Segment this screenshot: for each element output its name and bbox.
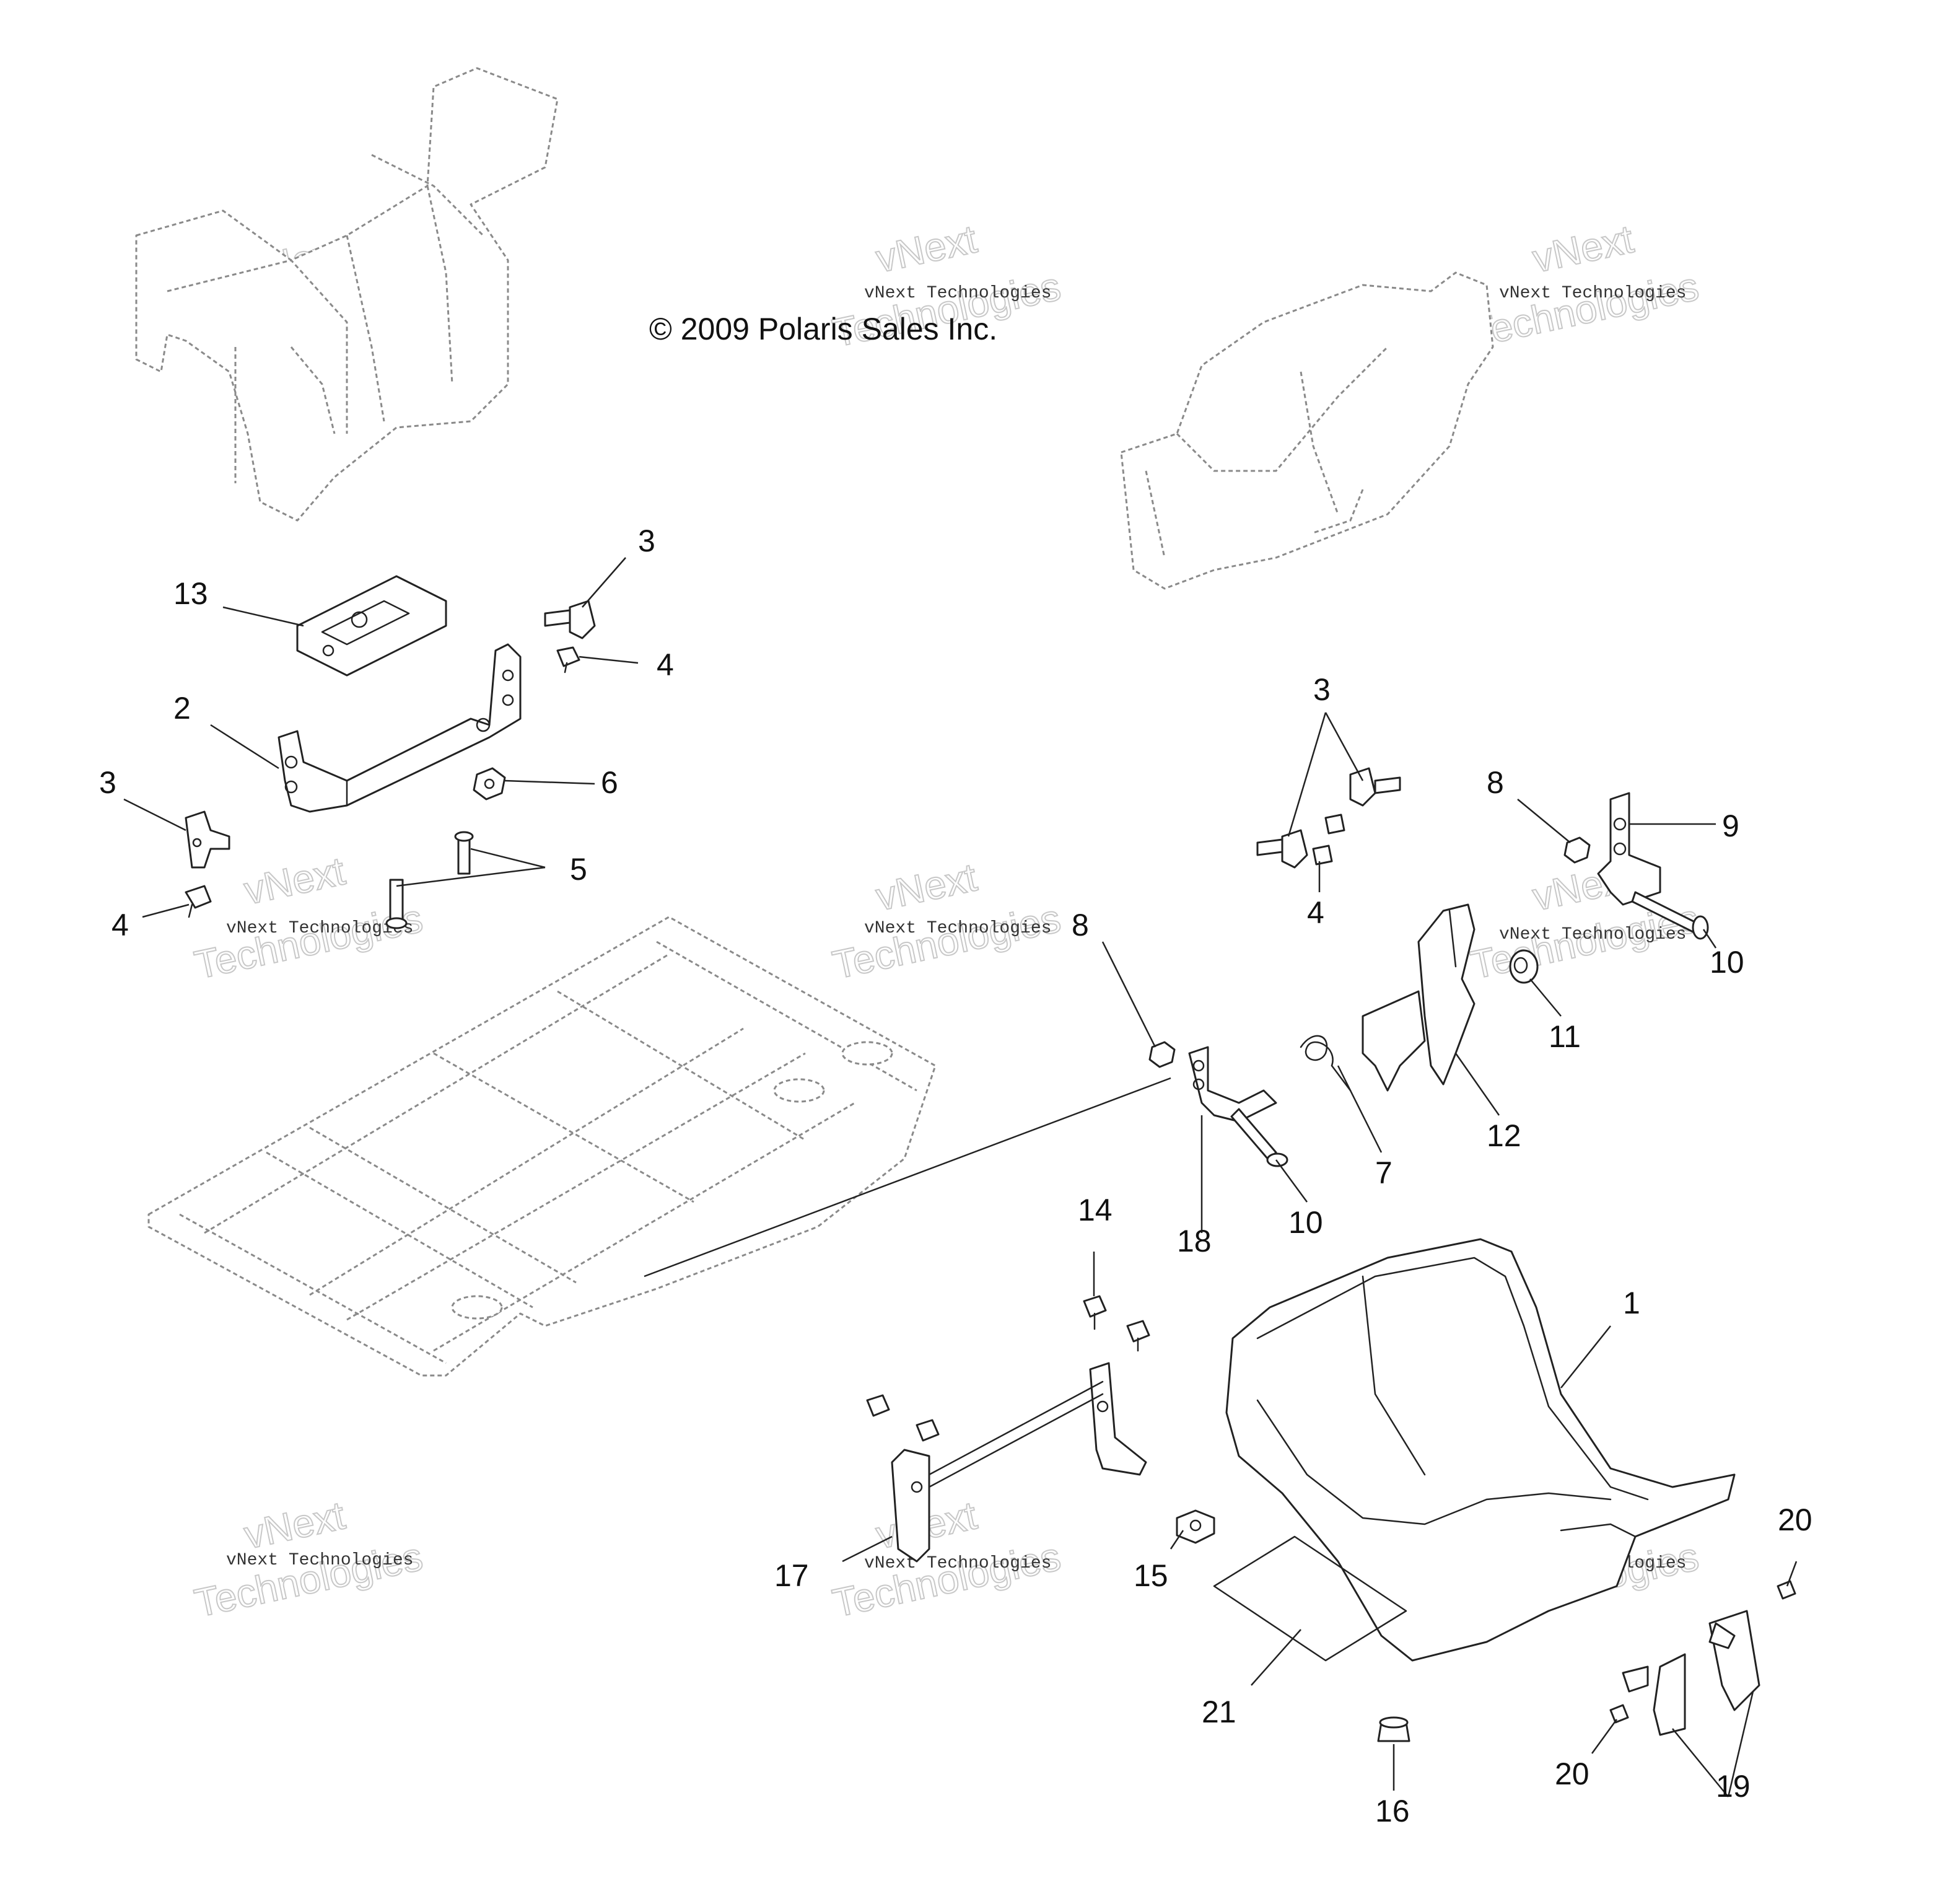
ghost-body-panel-left bbox=[135, 67, 559, 522]
svg-text:Technologies: Technologies bbox=[829, 1534, 1064, 1626]
part-3-clip-top bbox=[544, 600, 596, 639]
svg-text:vNext: vNext bbox=[872, 854, 981, 919]
svg-text:vNext Technologies: vNext Technologies bbox=[226, 919, 413, 938]
callout-9: 9 bbox=[1722, 809, 1739, 843]
part-18-bracket bbox=[1188, 1046, 1277, 1123]
callout-3c: 3 bbox=[1313, 672, 1331, 707]
watermark-bottom-center: vNext Technologies vNext Technologies bbox=[828, 1492, 1065, 1626]
part-15-clip bbox=[1176, 1509, 1215, 1544]
part-2-seat-bracket bbox=[278, 643, 522, 813]
part-21-label bbox=[1213, 1535, 1407, 1662]
svg-text:vNext: vNext bbox=[1529, 216, 1637, 281]
part-8-nut-center bbox=[1148, 1041, 1176, 1068]
watermark-mid-center: vNext Technologies vNext Technologies bbox=[828, 854, 1065, 988]
svg-text:vNext: vNext bbox=[240, 848, 349, 913]
svg-text:Technologies: Technologies bbox=[191, 1534, 426, 1626]
callout-14: 14 bbox=[1078, 1193, 1113, 1227]
ghost-chassis-frame bbox=[147, 916, 937, 1377]
part-19-latch-bracket bbox=[1622, 1610, 1760, 1736]
callout-3b: 3 bbox=[99, 765, 116, 800]
part-14-screw-a bbox=[1083, 1295, 1107, 1330]
part-14-screw-d bbox=[916, 1419, 940, 1442]
svg-text:vNext Technologies: vNext Technologies bbox=[864, 1554, 1051, 1573]
part-14-screw-c bbox=[866, 1394, 890, 1417]
watermark-top-right: vNext Technologies vNext Technologies bbox=[1466, 216, 1703, 356]
callout-4b: 4 bbox=[111, 908, 129, 942]
svg-text:Technologies: Technologies bbox=[829, 896, 1064, 988]
part-7-spring bbox=[1300, 1035, 1352, 1092]
callout-8a: 8 bbox=[1487, 765, 1504, 800]
callout-7: 7 bbox=[1375, 1156, 1393, 1190]
callout-1: 1 bbox=[1623, 1286, 1640, 1320]
copyright-notice: © 2009 Polaris Sales Inc. bbox=[649, 312, 997, 346]
part-4-screw-right-b bbox=[1312, 845, 1333, 866]
part-3-clip-right-a bbox=[1256, 829, 1308, 869]
watermark-bottom-left: vNext Technologies vNext Technologies bbox=[190, 1492, 427, 1626]
part-14-screw-b bbox=[1126, 1320, 1150, 1352]
part-4-screw-top bbox=[556, 646, 580, 673]
callout-2: 2 bbox=[173, 691, 191, 726]
callout-15: 15 bbox=[1134, 1558, 1168, 1593]
svg-text:vNext Technologies: vNext Technologies bbox=[864, 919, 1051, 938]
svg-text:vNext: vNext bbox=[872, 216, 981, 281]
part-20-screw-top bbox=[1777, 1580, 1796, 1600]
part-1-seat bbox=[1225, 1238, 1736, 1662]
svg-text:vNext Technologies: vNext Technologies bbox=[864, 284, 1051, 303]
ghost-body-panel-right bbox=[1120, 271, 1494, 590]
callout-4a: 4 bbox=[657, 647, 674, 682]
part-10-bolt-center bbox=[1230, 1108, 1288, 1167]
part-20-screw-bottom bbox=[1609, 1704, 1629, 1724]
callout-10b: 10 bbox=[1288, 1205, 1323, 1240]
part-10-bolt-right bbox=[1631, 891, 1709, 940]
callout-6: 6 bbox=[601, 765, 618, 800]
watermark-mid-right: vNext Technologies vNext Technologies bbox=[1466, 854, 1703, 988]
callout-13: 13 bbox=[173, 576, 208, 611]
callout-11: 11 bbox=[1549, 1019, 1581, 1054]
callout-8b: 8 bbox=[1072, 908, 1089, 942]
callout-18: 18 bbox=[1177, 1224, 1212, 1258]
svg-text:vNext Technologies: vNext Technologies bbox=[1499, 925, 1686, 944]
part-5-bolt-a bbox=[385, 879, 408, 929]
callout-12: 12 bbox=[1487, 1118, 1521, 1153]
svg-text:vNext: vNext bbox=[240, 1493, 349, 1557]
callout-21: 21 bbox=[1202, 1695, 1236, 1729]
leader-lines bbox=[123, 557, 1798, 1797]
part-9-bracket bbox=[1597, 792, 1661, 906]
callout-17: 17 bbox=[774, 1558, 809, 1593]
callout-20b: 20 bbox=[1555, 1757, 1589, 1791]
callout-5: 5 bbox=[570, 852, 587, 887]
callout-4c: 4 bbox=[1307, 895, 1324, 930]
callout-20a: 20 bbox=[1778, 1503, 1812, 1537]
part-4-screw-right-a bbox=[1324, 814, 1345, 835]
part-3-clip-right-b bbox=[1349, 767, 1401, 807]
svg-text:vNext Technologies: vNext Technologies bbox=[1499, 284, 1686, 303]
part-12-latch-plate bbox=[1362, 903, 1476, 1092]
callout-10a: 10 bbox=[1710, 945, 1744, 980]
part-16-bumper bbox=[1377, 1716, 1410, 1742]
part-4-screw-left bbox=[185, 885, 212, 918]
part-5-bolt-b bbox=[454, 831, 474, 875]
part-3-clip-left bbox=[185, 810, 230, 869]
part-13-seat-latch bbox=[296, 575, 447, 677]
part-6-nut bbox=[473, 767, 506, 801]
part-8-nut-right bbox=[1563, 836, 1591, 864]
callout-19: 19 bbox=[1716, 1769, 1751, 1804]
callout-3a: 3 bbox=[638, 524, 655, 558]
svg-text:vNext Technologies: vNext Technologies bbox=[226, 1551, 413, 1570]
callout-16: 16 bbox=[1375, 1794, 1410, 1828]
part-11-bushing bbox=[1509, 949, 1539, 984]
svg-text:Technologies: Technologies bbox=[1467, 264, 1702, 356]
part-17-seat-frame-bracket bbox=[891, 1362, 1147, 1563]
